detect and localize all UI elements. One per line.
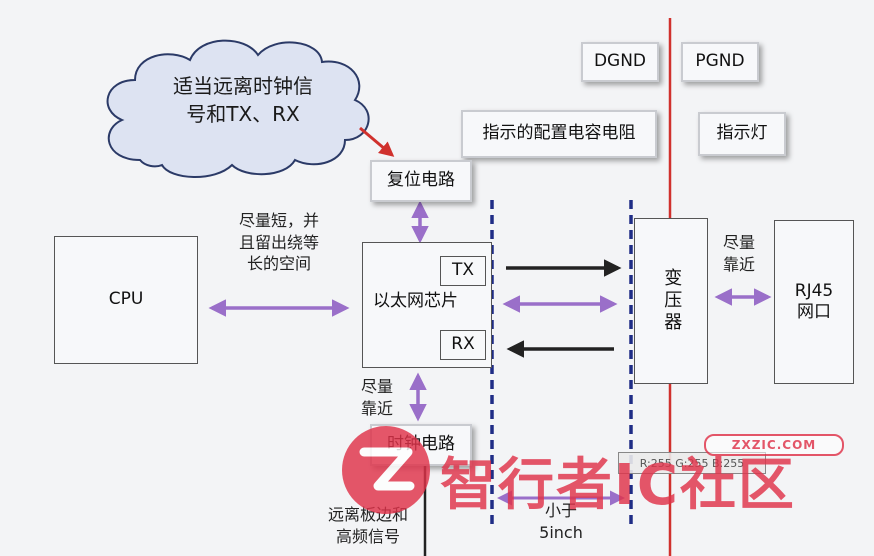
cpu-link-note-1: 尽量短，并 (238, 211, 319, 230)
pgnd-box: PGND (681, 42, 759, 82)
distance-note-2: 5inch (539, 522, 583, 542)
callout-line-1: 适当远离时钟信 (173, 74, 313, 98)
clock-link-note-2: 靠近 (360, 398, 393, 418)
clock-link-note-1: 尽量 (360, 377, 393, 396)
ethernet-chip-label: 以太网芯片 (373, 291, 458, 311)
watermark-site-badge: ZXZIC.COM (704, 434, 844, 456)
watermark-site: ZXZIC.COM (731, 438, 817, 452)
cpu-link-note: 尽量短，并 且留出绕等 长的空间 (214, 210, 344, 275)
clock-away-note-2: 高频信号 (335, 526, 400, 546)
rj45-label-1: RJ45 (794, 280, 834, 301)
rgb-readout-text: R:255 G:255 B:255 (639, 456, 745, 470)
rx-pin-box: RX (440, 330, 486, 360)
watermark-logo-icon (342, 426, 430, 514)
indicator-caps-box: 指示的配置电容电阻 (461, 110, 657, 158)
callout-text: 适当远离时钟信 号和TX、RX (138, 72, 348, 128)
clock-link-note: 尽量 靠近 (352, 376, 402, 419)
indicator-lamp-box: 指示灯 (698, 112, 786, 156)
reset-circuit-label: 复位电路 (387, 170, 455, 191)
cpu-link-note-2: 且留出绕等 (238, 232, 319, 252)
dgnd-label: DGND (593, 51, 647, 72)
rj45-box: RJ45 网口 (774, 220, 854, 384)
rj45-label-2: 网口 (797, 302, 831, 322)
callout-arrow (359, 126, 395, 157)
distance-note-1: 小于 (544, 501, 577, 520)
watermark: 智行者IC社区 ZXZIC.COM (338, 420, 858, 520)
cpu-label: CPU (108, 289, 144, 310)
tx-pin-box: TX (440, 256, 486, 286)
transformer-label: 变压器 (661, 268, 683, 334)
callout-line-2: 号和TX、RX (186, 102, 300, 126)
rj45-link-note-1: 尽量 (722, 233, 755, 252)
transformer-box: 变压器 (634, 218, 708, 384)
pgnd-label: PGND (695, 51, 745, 72)
cpu-link-note-3: 长的空间 (246, 254, 311, 274)
rx-pin-label: RX (451, 334, 475, 355)
cpu-box: CPU (54, 236, 198, 364)
rj45-link-note: 尽量 靠近 (714, 232, 764, 275)
tx-pin-label: TX (451, 260, 475, 281)
distance-note: 小于 5inch (526, 500, 596, 543)
rgb-readout: R:255 G:255 B:255 (618, 452, 766, 474)
watermark-brand: 智行者IC社区 (440, 453, 796, 518)
dgnd-box: DGND (581, 42, 659, 82)
indicator-caps-label: 指示的配置电容电阻 (482, 123, 636, 144)
indicator-lamp-label: 指示灯 (716, 123, 768, 144)
reset-circuit-box: 复位电路 (370, 160, 472, 202)
rj45-link-note-2: 靠近 (722, 254, 755, 274)
